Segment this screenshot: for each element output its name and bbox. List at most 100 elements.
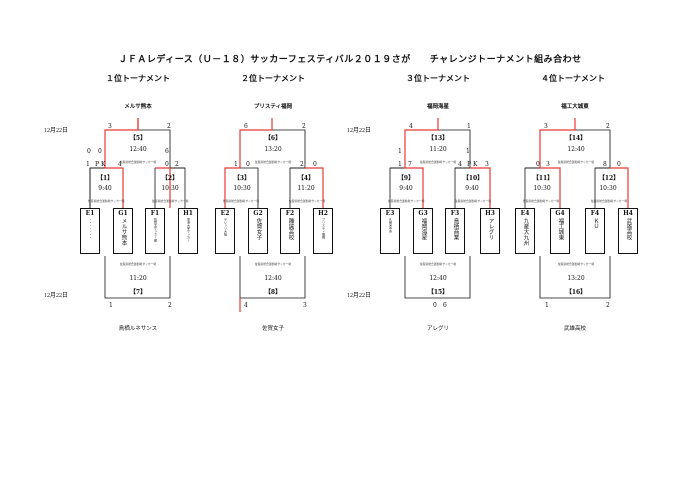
venue: 佐賀県総合運動場サッカー場 (254, 160, 292, 164)
score: 2 (175, 161, 179, 168)
match-time: 10:30 (233, 185, 251, 192)
tournament-heading: ３位トーナメント (406, 74, 470, 83)
score: 6 (165, 148, 169, 155)
match-number: 【12】 (598, 175, 620, 182)
match-time: 12:40 (567, 146, 585, 153)
venue: 佐賀県総合運動場サッカー場 (522, 199, 560, 203)
team-box: E1・・・・・・・ (80, 208, 100, 254)
match-time: 11:20 (297, 185, 315, 192)
score: 1 (86, 161, 90, 168)
match-number: 【14】 (565, 135, 587, 142)
page-title: ＪＦＡレディース（Ｕ－１８）サッカーフェスティバル２０１９さが チャレンジトーナ… (118, 55, 582, 65)
match-number: 【15】 (427, 289, 449, 296)
match-time: 9:40 (465, 185, 479, 192)
match-number: 【4】 (297, 175, 315, 182)
score: 1 (545, 302, 549, 309)
date-label: 12月22日 (347, 128, 372, 134)
score: 0 (246, 161, 250, 168)
score: 0 (165, 161, 169, 168)
score: 0 (98, 148, 102, 155)
match-number: 【5】 (129, 135, 147, 142)
match-time: 11:20 (429, 146, 447, 153)
date-label: 12月22日 (44, 128, 69, 134)
tournament-winner: プリスティ福岡 (253, 104, 293, 110)
score: 2 (167, 123, 171, 130)
score: 7 (408, 161, 412, 168)
match-time: 12:40 (264, 275, 282, 282)
score: 2 (606, 302, 610, 309)
score: 4 (409, 123, 413, 130)
match-number: 【3】 (233, 175, 251, 182)
venue: 佐賀県総合運動場サッカー場 (419, 262, 457, 266)
score: 0 (617, 161, 621, 168)
score: 1 (398, 161, 402, 168)
match-time: 10:30 (161, 185, 179, 192)
venue: 佐賀県総合運動場サッカー場 (119, 160, 157, 164)
date-label: 12月22日 (44, 293, 69, 299)
third-place-winner: 佐賀女子 (261, 326, 284, 332)
score: 1 (234, 161, 238, 168)
score: 2 (606, 123, 610, 130)
match-time: 11:20 (129, 275, 147, 282)
score: 2 (168, 302, 172, 309)
score: 4 (118, 161, 122, 168)
venue: 佐賀県総合運動場サッカー場 (119, 262, 157, 266)
match-time: 10:30 (533, 185, 551, 192)
score: 3 (108, 123, 112, 130)
tournament-heading: ２位トーナメント (241, 74, 305, 83)
match-number: 【9】 (397, 175, 415, 182)
score: 8 (603, 161, 607, 168)
tournament-heading: １位トーナメント (106, 74, 170, 83)
match-time: 9:40 (98, 185, 112, 192)
score: 3 (303, 302, 307, 309)
third-place-winner: アレグリ (426, 326, 449, 332)
match-number: 【7】 (129, 289, 147, 296)
match-number: 【11】 (532, 175, 554, 182)
pk-label: P K (467, 161, 478, 168)
score: 1 (398, 148, 402, 155)
venue: 佐賀県総合運動場サッカー場 (254, 262, 292, 266)
venue: 佐賀県総合運動場サッカー場 (590, 199, 628, 203)
venue: 佐賀県総合運動場サッカー場 (388, 199, 425, 203)
match-time: 13:20 (567, 275, 585, 282)
tournament-winner: メルサ熊本 (124, 104, 152, 110)
match-time: 13:20 (264, 146, 282, 153)
tournament-winner: 福工大城東 (561, 104, 589, 110)
match-number: 【8】 (264, 289, 282, 296)
match-time: 12:40 (429, 275, 447, 282)
score: 6 (244, 123, 248, 130)
match-number: 【10】 (462, 175, 484, 182)
venue: 佐賀県総合運動場サッカー場 (557, 160, 595, 164)
score: 3 (544, 123, 548, 130)
third-place-winner: 鳥栖ルネサンス (118, 326, 158, 332)
venue: 佐賀県総合運動場サッカー場 (419, 160, 457, 164)
venue: 佐賀県総合運動場サッカー場 (454, 199, 492, 203)
score: 2 (300, 161, 304, 168)
pk-label: P K (95, 161, 106, 168)
venue: 佐賀県総合運動場サッカー場 (88, 199, 125, 203)
venue: 佐賀県総合運動場サッカー場 (222, 199, 260, 203)
third-place-winner: 武雄高校 (563, 326, 586, 332)
match-time: 10:30 (599, 185, 617, 192)
tournament-winner: 福岡海星 (426, 104, 449, 110)
score: 4 (244, 302, 248, 309)
tournament-heading: ４位トーナメント (541, 74, 605, 83)
score: 4 (458, 161, 462, 168)
date-label: 12月22日 (347, 293, 372, 299)
match-number: 【2】 (161, 175, 179, 182)
score: 0 (87, 148, 91, 155)
